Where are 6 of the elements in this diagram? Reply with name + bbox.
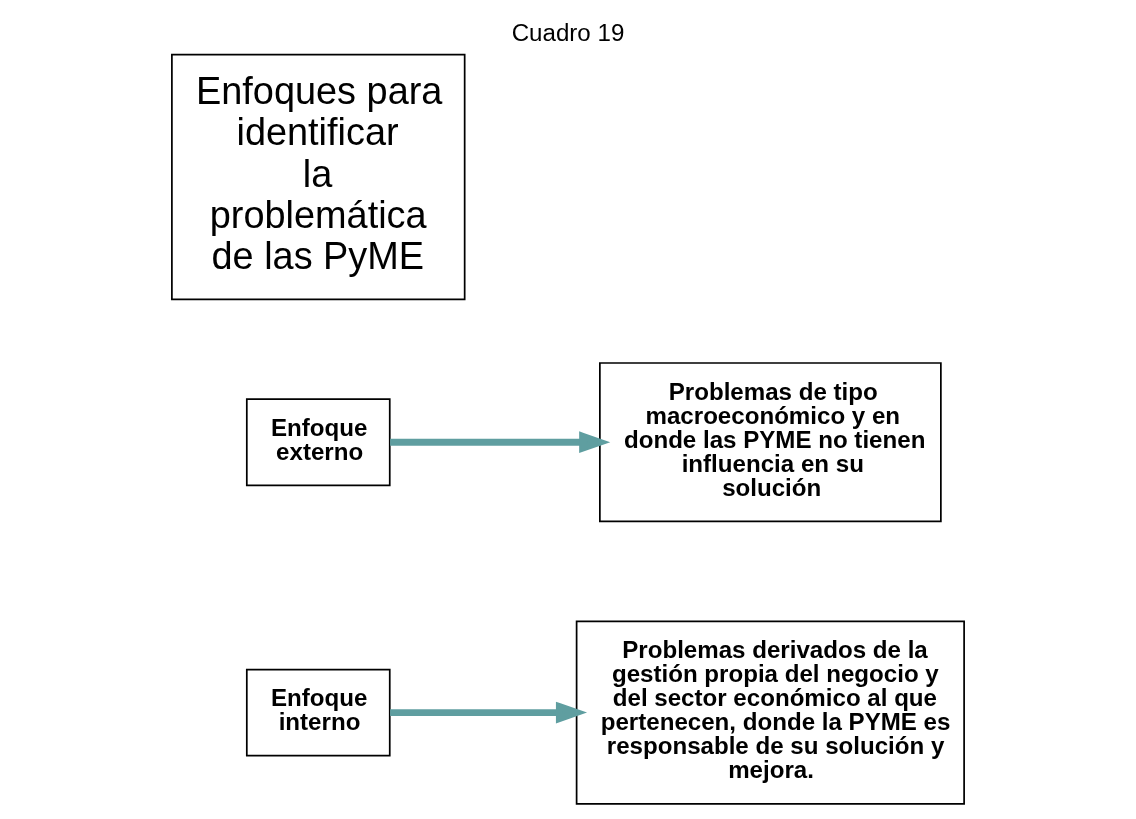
node-box: Problemas derivados de la gestión propia del negocio y del sector económico al que pertenecen, donde la PYME es responsable de su solución y mejora. — [575, 620, 965, 805]
node-box: Enfoque interno — [245, 668, 391, 757]
node-box: Problemas de tipo macroeconómico y en donde las PYME no tienen influencia en su solución — [599, 362, 942, 523]
node-box: Enfoque externo — [245, 398, 391, 487]
diagram-title: Cuadro 19 — [511, 19, 625, 47]
node-box: Enfoques para identificar la problemática de las PyME — [171, 53, 466, 301]
